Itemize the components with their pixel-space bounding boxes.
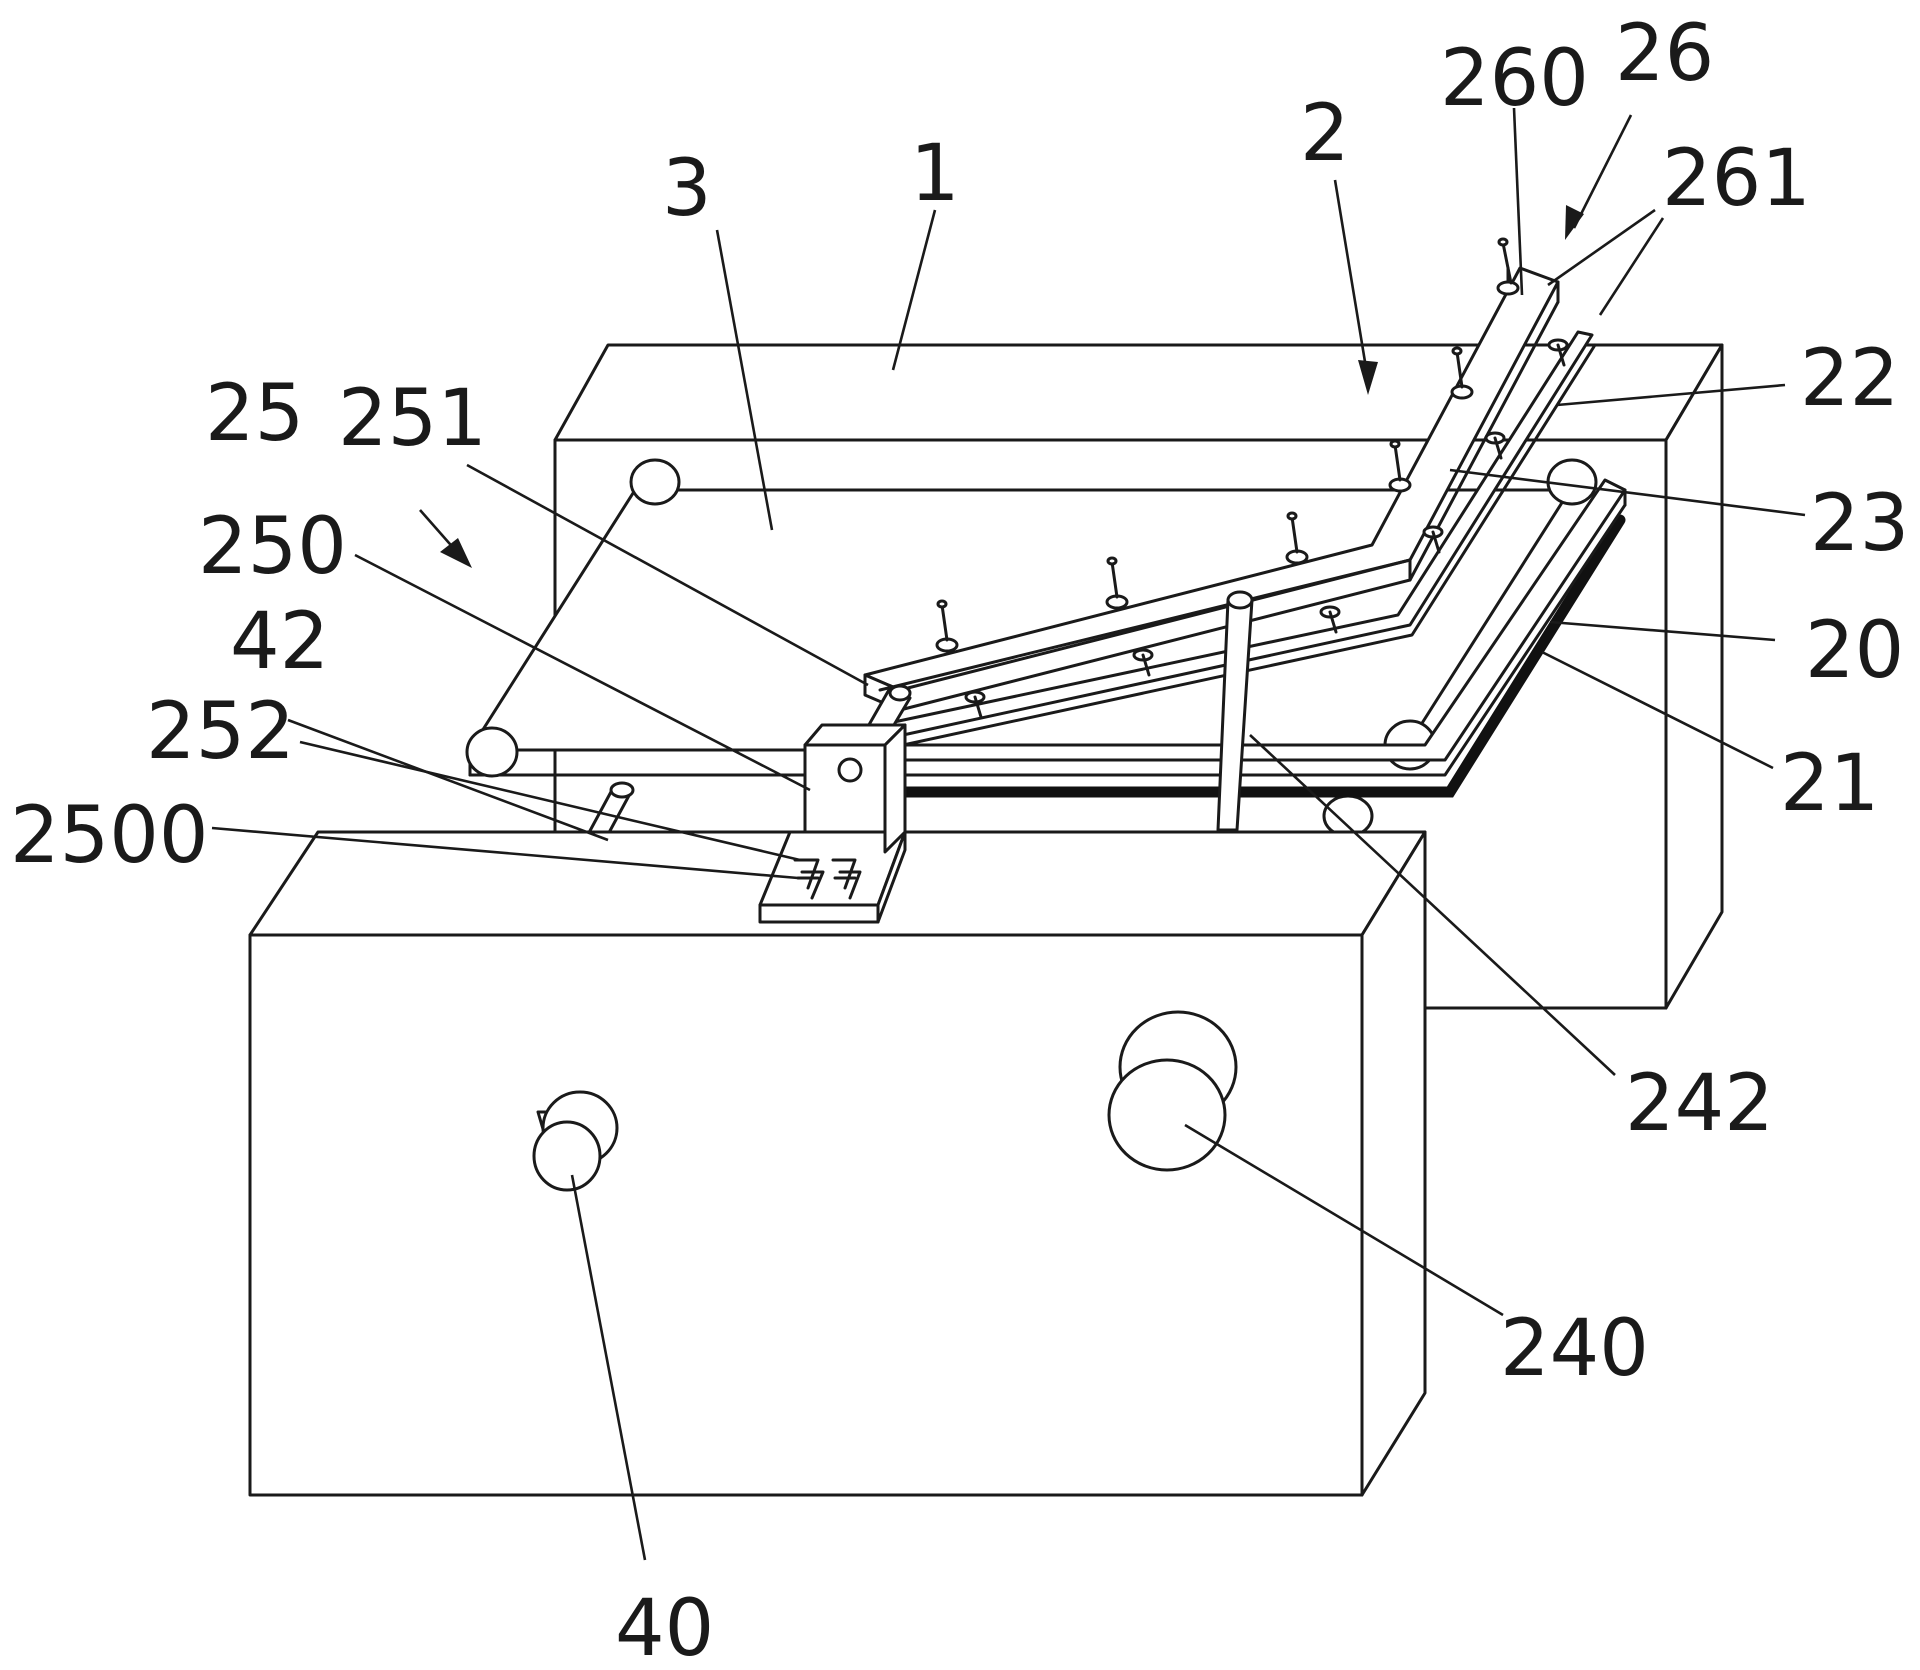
label-21: 21	[1780, 739, 1879, 829]
label-2500: 2500	[10, 791, 209, 881]
roller-front-left	[467, 728, 517, 776]
label-42: 42	[230, 597, 329, 687]
roller-bottom	[1324, 796, 1372, 836]
label-25: 25	[205, 369, 304, 459]
label-250: 250	[198, 502, 347, 592]
label-20: 20	[1805, 606, 1904, 696]
label-252: 252	[146, 687, 295, 777]
label-22: 22	[1800, 334, 1899, 424]
roller-back-left	[631, 460, 679, 504]
label-240: 240	[1500, 1304, 1649, 1394]
label-261: 261	[1662, 134, 1811, 224]
label-23: 23	[1810, 479, 1909, 569]
label-251: 251	[338, 374, 487, 464]
bolt	[1498, 239, 1518, 294]
label-1: 1	[910, 129, 960, 219]
label-3: 3	[662, 144, 712, 234]
label-40: 40	[615, 1584, 714, 1665]
label-260: 260	[1440, 34, 1589, 124]
label-26: 26	[1615, 9, 1714, 99]
label-2: 2	[1300, 89, 1350, 179]
roller-back-right	[1548, 460, 1596, 504]
label-242: 242	[1625, 1059, 1774, 1149]
